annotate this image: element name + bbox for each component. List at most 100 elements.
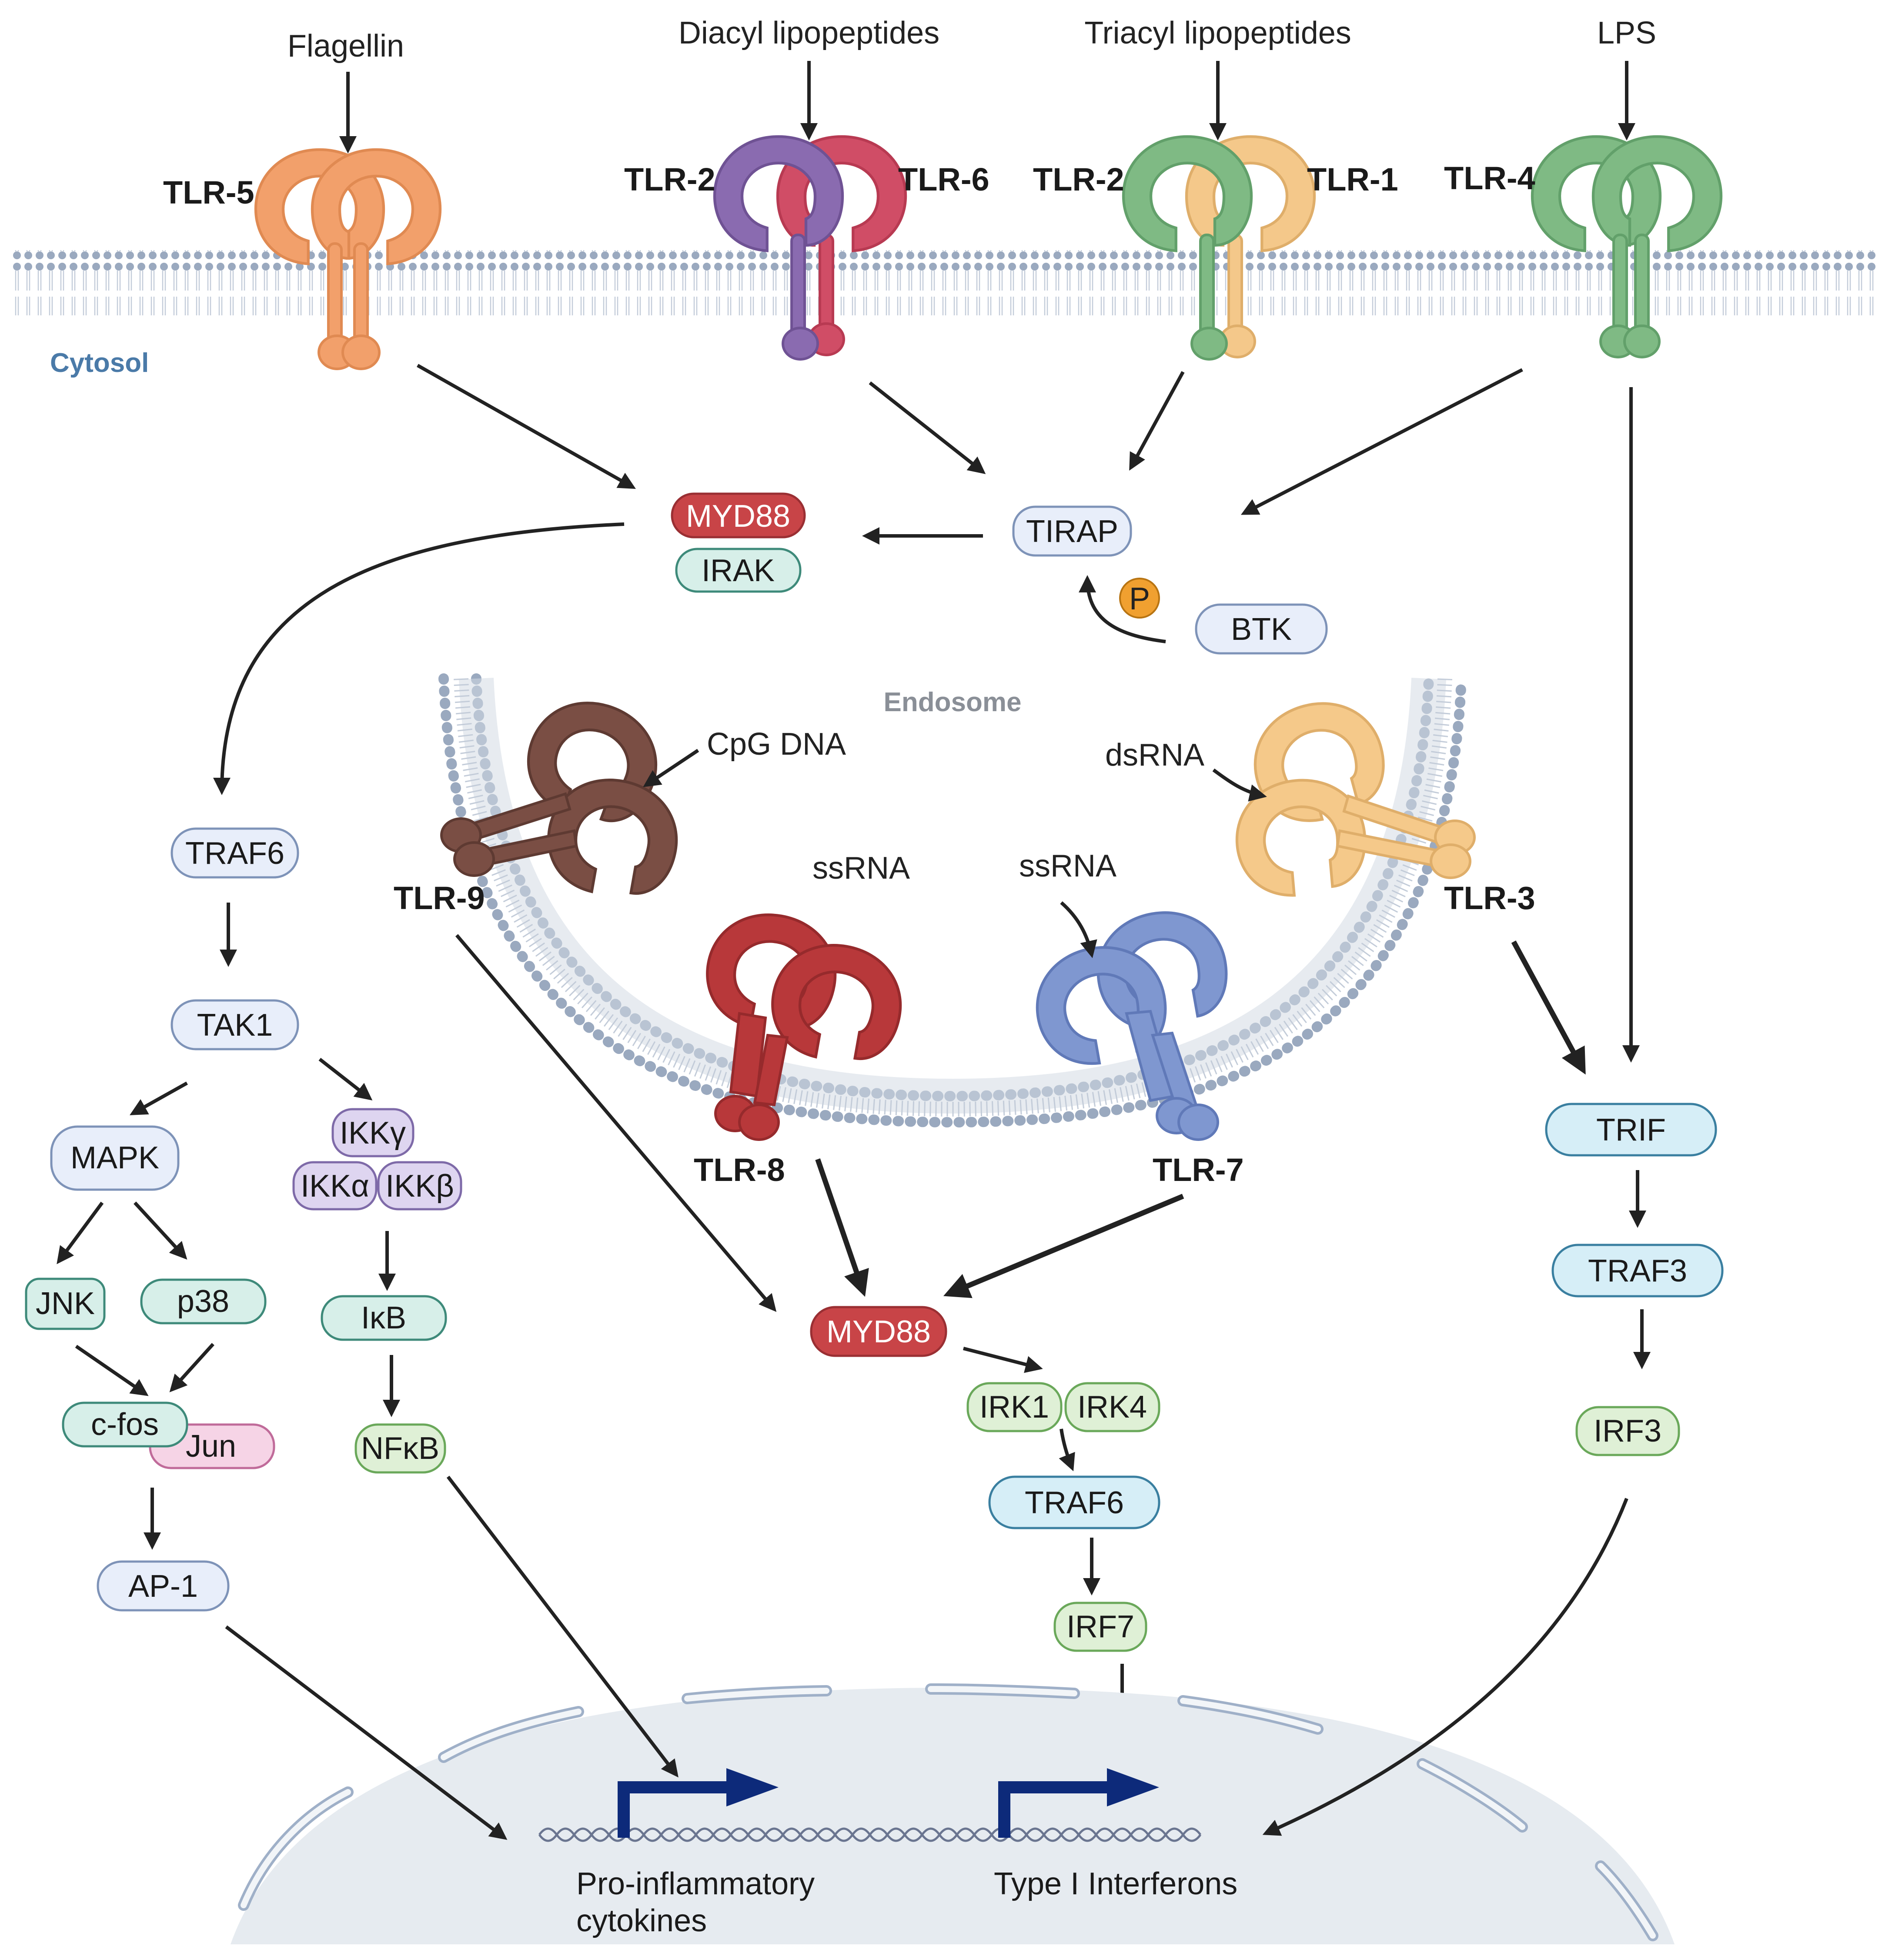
node-ikka [292,1161,378,1211]
node-btk [1195,603,1328,655]
label-tlr6: TLR-6 [898,161,989,197]
ligand-lps: LPS [1597,16,1656,50]
node-ikkg-label: IKKγ [340,1116,406,1151]
node-cfos-label: c-fos [91,1407,159,1442]
node-irf3 [1575,1406,1680,1456]
phospho-badge [1119,578,1160,619]
ligand-cpg-dna: CpG DNA [707,727,846,762]
tlr2-tlr6-receptor [715,137,906,361]
node-myd88-top-label: MYD88 [686,499,790,534]
node-nfkb-label: NFκB [361,1431,439,1466]
node-traf3-label: TRAF3 [1588,1254,1687,1288]
node-myd88-mid-label: MYD88 [826,1314,931,1349]
output-proinflammatory-line1: Pro-inflammatory [576,1866,815,1901]
output-proinflammatory-line2: cytokines [576,1903,707,1938]
output-interferons: Type I Interferons [994,1866,1237,1901]
node-trif [1545,1103,1717,1157]
node-traf6-left-label: TRAF6 [185,836,284,871]
node-trif-label: TRIF [1596,1113,1666,1147]
node-ap1 [97,1560,230,1612]
node-ap1-label: AP-1 [128,1569,198,1604]
dna-strand [538,1827,1202,1842]
tlr9-receptor [440,686,686,905]
node-irf7 [1053,1602,1147,1652]
node-jnk-label: JNK [36,1286,95,1321]
node-irk4 [1064,1382,1160,1432]
label-tlr7: TLR-7 [1153,1152,1244,1188]
middle-cascade: MYD88 IRK1 IRK4 TRAF6 IRF7 [455,934,1184,1765]
ligand-triacyl-lipopeptides: Triacyl lipopeptides [1084,16,1351,50]
node-tirap-label: TIRAP [1026,514,1118,549]
node-ikb [321,1295,447,1341]
promoter-interferon-icon [998,1768,1159,1838]
promoter-proinflammatory-icon [618,1768,779,1838]
ligand-diacyl-lipopeptides: Diacyl lipopeptides [679,16,939,50]
node-ikkb [377,1161,462,1211]
node-traf6-mid [988,1475,1160,1529]
node-ikkb-label: IKKβ [385,1169,454,1204]
node-ikkg [331,1108,415,1157]
endosome-label: Endosome [884,687,1022,717]
node-myd88-mid [810,1306,947,1357]
node-btk-label: BTK [1231,612,1292,647]
node-irf7-label: IRF7 [1066,1609,1134,1644]
label-tlr2-right: TLR-2 [1033,161,1124,197]
tlr8-receptor [699,905,910,1141]
node-irk1-label: IRK1 [979,1390,1049,1425]
node-ikka-label: IKKα [301,1169,369,1204]
ligand-dsrna: dsRNA [1105,738,1204,773]
phospho-label: P [1129,582,1150,616]
ligand-flagellin: Flagellin [287,29,404,64]
node-nfkb [354,1423,446,1474]
cpg-arrow [643,749,699,787]
node-irk4-label: IRK4 [1077,1390,1147,1425]
dsrna-arrow [1212,768,1267,802]
node-ikb-label: IκB [361,1301,406,1335]
label-tlr5: TLR-5 [163,174,254,211]
label-tlr1: TLR-1 [1307,161,1398,197]
node-traf6-left [170,827,299,879]
node-mapk-label: MAPK [70,1141,159,1175]
plasma-membrane [13,250,1879,315]
node-mapk [50,1125,180,1191]
nucleus [231,1683,1675,1944]
node-myd88-top [671,492,806,538]
node-p38-label: p38 [177,1284,229,1319]
node-irak [675,548,802,593]
ssrna-arrow [1060,901,1097,958]
node-tak1-label: TAK1 [197,1008,273,1043]
endosome-membrane [438,673,1467,1128]
tlr7-receptor [1028,903,1234,1141]
surface-signaling-arrows [417,364,1640,1063]
btk-to-tirap-arrow [1079,575,1166,643]
node-tirap [1012,505,1132,557]
node-irf3-label: IRF3 [1594,1414,1661,1448]
myd88-irak-complex: MYD88 IRAK [671,492,806,593]
label-tlr2-left: TLR-2 [624,161,715,197]
node-irak-label: IRAK [702,553,775,588]
ligand-arrows [339,61,1635,154]
node-traf3 [1551,1244,1724,1298]
node-traf6-mid-label: TRAF6 [1025,1485,1124,1520]
node-jun-label: Jun [186,1429,236,1464]
tlr5-receptor [256,150,440,370]
label-tlr9: TLR-9 [394,880,485,916]
nuclear-entry-arrows [225,1475,1628,1840]
ligand-ssrna-right: ssRNA [1019,849,1116,883]
tlr4-receptor [1532,137,1721,358]
tlr3-receptor [1232,689,1476,900]
tlr2-tlr1-receptor [1123,137,1314,361]
node-cfos [62,1401,188,1448]
label-tlr3: TLR-3 [1444,880,1535,916]
node-p38 [140,1278,267,1325]
myd88-to-traf6-arrow [213,522,625,795]
label-tlr4: TLR-4 [1444,160,1535,196]
cytosol-label: Cytosol [50,348,149,378]
label-tlr8: TLR-8 [694,1152,785,1188]
node-jnk [25,1278,106,1330]
ligand-ssrna-left: ssRNA [812,851,910,886]
right-cascade: TRIF TRAF3 IRF3 [1511,940,1724,1456]
left-cascade: TRAF6 TAK1 MAPK IKKγ IKKα IKKβ JNK p38 I… [25,827,462,1612]
node-tak1 [170,999,299,1050]
